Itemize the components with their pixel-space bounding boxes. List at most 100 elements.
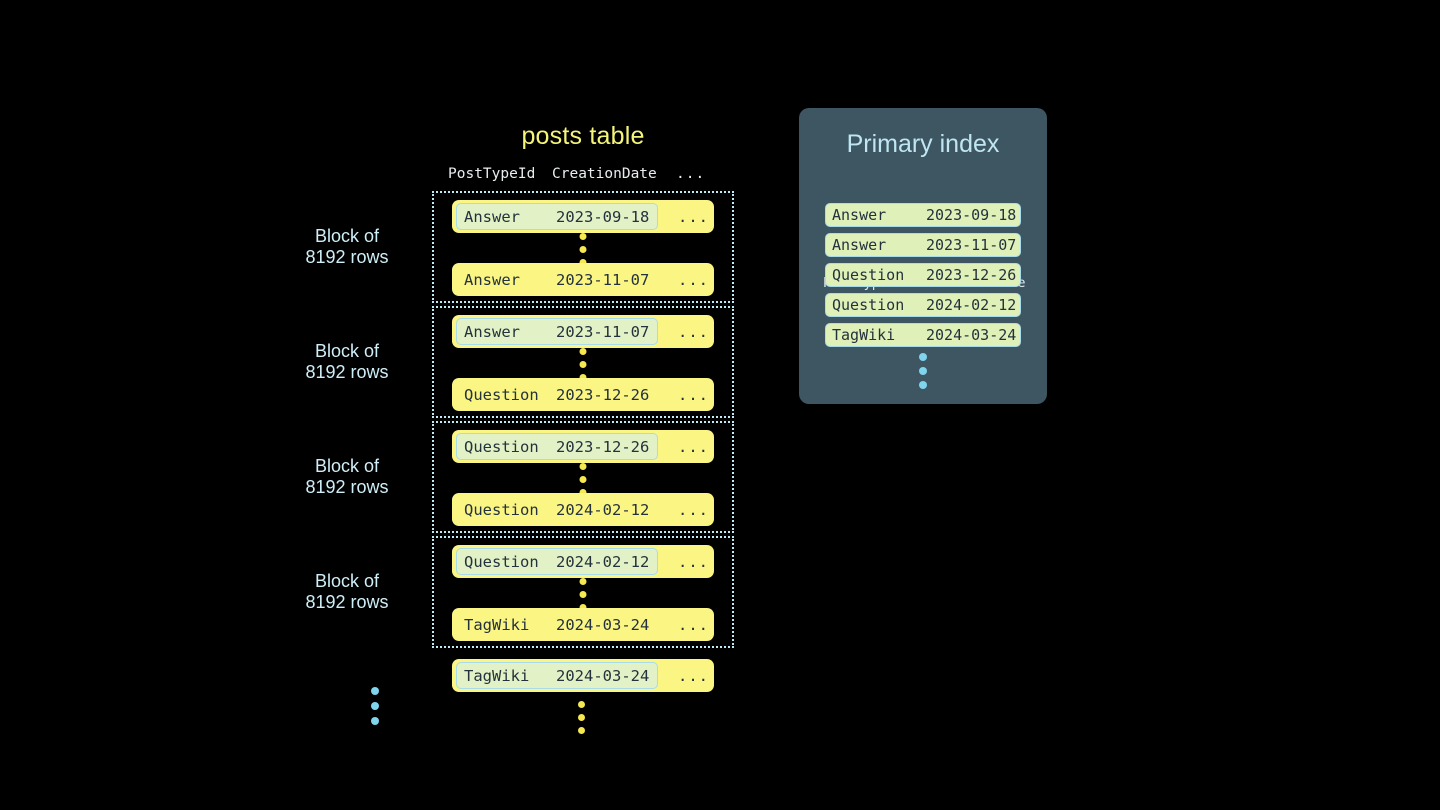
- cell-ellipsis: ...: [678, 207, 709, 226]
- dot: [579, 463, 587, 470]
- primary-index-panel: Primary index PostTypeId CreationDate An…: [799, 108, 1047, 404]
- dot: [371, 687, 379, 695]
- dot: [579, 246, 587, 253]
- cell-posttypeid: Answer: [464, 322, 520, 341]
- cell-creationdate: 2024-03-24: [556, 615, 650, 634]
- cell-posttypeid: Question: [464, 437, 539, 456]
- index-row: Question 2023-12-26: [825, 263, 1021, 287]
- index-mark: [456, 662, 658, 689]
- dot: [371, 717, 379, 725]
- posts-table-blocks: Block of 8192 rows Answer 2023-09-18 ...…: [305, 191, 734, 651]
- dot: [579, 476, 587, 483]
- posts-table-trailing-row-wrapper: TagWiki 2024-03-24 ...: [432, 659, 734, 692]
- row-continuation-dots: [579, 348, 587, 381]
- table-row: Answer 2023-11-07 ...: [452, 263, 714, 296]
- primary-index-rows: Answer 2023-09-18 Answer 2023-11-07 Ques…: [825, 203, 1021, 353]
- cell-ellipsis: ...: [678, 437, 709, 456]
- table-row: TagWiki 2024-03-24 ...: [452, 659, 714, 692]
- row-continuation-dots: [579, 463, 587, 496]
- block-label: Block of 8192 rows: [305, 456, 389, 497]
- cell-creationdate: 2023-11-07: [556, 270, 650, 289]
- cell-creationdate: 2023-09-18: [556, 207, 650, 226]
- cell-posttypeid: Question: [464, 500, 539, 519]
- table-block: Block of 8192 rows Question 2023-12-26 .…: [305, 421, 734, 533]
- cell-posttypeid: Answer: [832, 236, 887, 254]
- column-header-creationdate: CreationDate: [552, 166, 657, 182]
- dot: [578, 727, 585, 734]
- row-continuation-dots: [579, 233, 587, 266]
- cell-posttypeid: Question: [464, 552, 539, 571]
- cell-creationdate: 2023-09-18: [926, 206, 1017, 224]
- cell-ellipsis: ...: [678, 615, 709, 634]
- primary-index-continuation-dots: [919, 353, 927, 389]
- dot: [579, 361, 587, 368]
- block-label: Block of 8192 rows: [305, 341, 389, 382]
- cell-ellipsis: ...: [678, 385, 709, 404]
- cell-posttypeid: TagWiki: [832, 326, 896, 344]
- index-mark: [456, 318, 658, 345]
- cell-creationdate: 2024-02-12: [556, 552, 650, 571]
- block-label: Block of 8192 rows: [305, 571, 389, 612]
- cell-creationdate: 2023-12-26: [926, 266, 1017, 284]
- cell-creationdate: 2023-11-07: [926, 236, 1017, 254]
- table-row: Answer 2023-11-07 ...: [452, 315, 714, 348]
- table-row: Question 2024-02-12 ...: [452, 545, 714, 578]
- index-mark: [456, 548, 658, 575]
- table-row: TagWiki 2024-03-24 ...: [452, 608, 714, 641]
- cell-posttypeid: Question: [464, 385, 539, 404]
- cell-posttypeid: Question: [832, 296, 905, 314]
- dot: [579, 348, 587, 355]
- table-row: Question 2024-02-12 ...: [452, 493, 714, 526]
- cell-posttypeid: Answer: [832, 206, 887, 224]
- cell-posttypeid: Answer: [464, 207, 520, 226]
- dot: [919, 367, 927, 375]
- block-label: Block of 8192 rows: [305, 226, 389, 267]
- column-header-ellipsis: ...: [676, 166, 706, 182]
- dot: [578, 701, 585, 708]
- cell-creationdate: 2023-11-07: [556, 322, 650, 341]
- cell-creationdate: 2023-12-26: [556, 437, 650, 456]
- dot: [579, 591, 587, 598]
- index-row: TagWiki 2024-03-24: [825, 323, 1021, 347]
- posts-table-title: posts table: [521, 122, 645, 150]
- table-block: Block of 8192 rows Answer 2023-09-18 ...…: [305, 191, 734, 303]
- column-header-posttypeid: PostTypeId: [448, 166, 536, 182]
- cell-creationdate: 2023-12-26: [556, 385, 650, 404]
- dot: [919, 381, 927, 389]
- cell-ellipsis: ...: [678, 500, 709, 519]
- cell-posttypeid: TagWiki: [464, 666, 530, 685]
- table-rows-continuation-dots: [578, 701, 585, 734]
- dot: [578, 714, 585, 721]
- cell-creationdate: 2024-02-12: [556, 500, 650, 519]
- table-row: Answer 2023-09-18 ...: [452, 200, 714, 233]
- dot: [579, 604, 587, 611]
- dot: [579, 233, 587, 240]
- cell-ellipsis: ...: [678, 666, 709, 685]
- index-row: Answer 2023-09-18: [825, 203, 1021, 227]
- cell-creationdate: 2024-03-24: [926, 326, 1017, 344]
- primary-index-title: Primary index: [846, 130, 1000, 158]
- cell-posttypeid: Answer: [464, 270, 520, 289]
- dot: [579, 374, 587, 381]
- cell-ellipsis: ...: [678, 552, 709, 571]
- dot: [919, 353, 927, 361]
- dot: [371, 702, 379, 710]
- table-block: Block of 8192 rows Question 2024-02-12 .…: [305, 536, 734, 648]
- dot: [579, 489, 587, 496]
- cell-posttypeid: TagWiki: [464, 615, 530, 634]
- cell-creationdate: 2024-03-24: [556, 666, 650, 685]
- posts-table-column-headers: PostTypeId CreationDate ...: [448, 166, 720, 186]
- table-row: Question 2023-12-26 ...: [452, 378, 714, 411]
- cell-posttypeid: Question: [832, 266, 905, 284]
- dot: [579, 578, 587, 585]
- cell-ellipsis: ...: [678, 322, 709, 341]
- index-row: Answer 2023-11-07: [825, 233, 1021, 257]
- cell-creationdate: 2024-02-12: [926, 296, 1017, 314]
- index-mark: [456, 433, 658, 460]
- index-row: Question 2024-02-12: [825, 293, 1021, 317]
- table-row: Question 2023-12-26 ...: [452, 430, 714, 463]
- row-continuation-dots: [579, 578, 587, 611]
- dot: [579, 259, 587, 266]
- table-block: Block of 8192 rows Answer 2023-11-07 ...…: [305, 306, 734, 418]
- cell-ellipsis: ...: [678, 270, 709, 289]
